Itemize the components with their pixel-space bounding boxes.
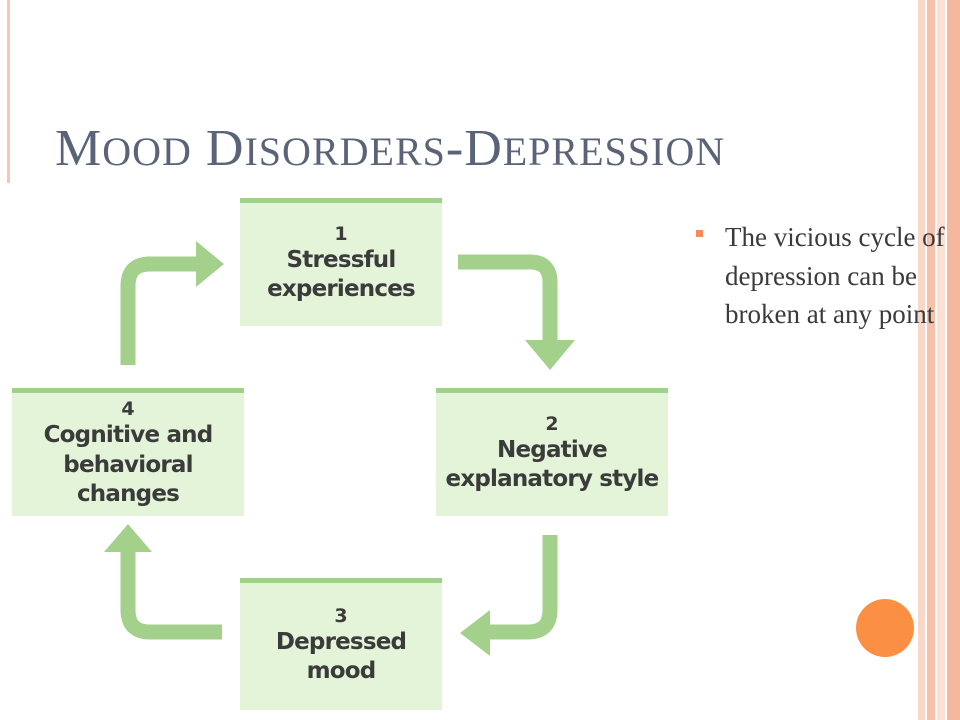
step-number: 2: [545, 413, 559, 436]
depression-cycle-diagram: 1 Stressful experiences 2 Negative expla…: [0, 190, 680, 720]
arrow-3-to-4: [120, 552, 222, 640]
bullet-item: The vicious cycle of depression can be b…: [696, 218, 946, 334]
step-box-stressful-experiences: 1 Stressful experiences: [240, 198, 442, 326]
arrow-4-to-1: [120, 256, 198, 365]
step-box-negative-explanatory-style: 2 Negative explanatory style: [436, 388, 668, 516]
stripe: [927, 0, 935, 720]
step-number: 1: [334, 223, 348, 246]
arrow-head: [196, 241, 224, 287]
slide-title: MOOD DISORDERS-DEPRESSION: [55, 118, 725, 180]
step-box-depressed-mood: 3 Depressed mood: [240, 578, 442, 710]
title-word: DISORDERS-DEPRESSION: [205, 120, 726, 177]
orange-circle-decoration: [856, 599, 914, 657]
step-number: 3: [334, 605, 348, 628]
step-label: Depressed mood: [275, 628, 407, 685]
arrow-2-to-3: [488, 535, 558, 640]
arrow-head: [525, 340, 575, 370]
arrow-head: [104, 524, 152, 552]
step-label: Stressful experiences: [267, 246, 416, 303]
bullet-text: The vicious cycle of depression can be b…: [725, 222, 945, 330]
title-word: MOOD: [55, 120, 192, 177]
step-number: 4: [121, 398, 135, 421]
step-box-cognitive-behavioral-changes: 4 Cognitive and behavioral changes: [12, 388, 244, 516]
arrow-head: [460, 610, 490, 656]
square-bullet-icon: [696, 230, 703, 237]
right-decorative-stripes: [918, 0, 960, 720]
step-label: Negative explanatory style: [445, 436, 660, 493]
stripe: [937, 0, 945, 720]
step-label: Cognitive and behavioral changes: [43, 422, 214, 508]
cycle-arrows: [104, 241, 575, 656]
left-accent-line: [7, 0, 10, 183]
stripe: [947, 0, 960, 720]
arrow-1-to-2: [458, 254, 558, 340]
stripe: [918, 0, 925, 720]
bullet-list: The vicious cycle of depression can be b…: [696, 218, 946, 334]
